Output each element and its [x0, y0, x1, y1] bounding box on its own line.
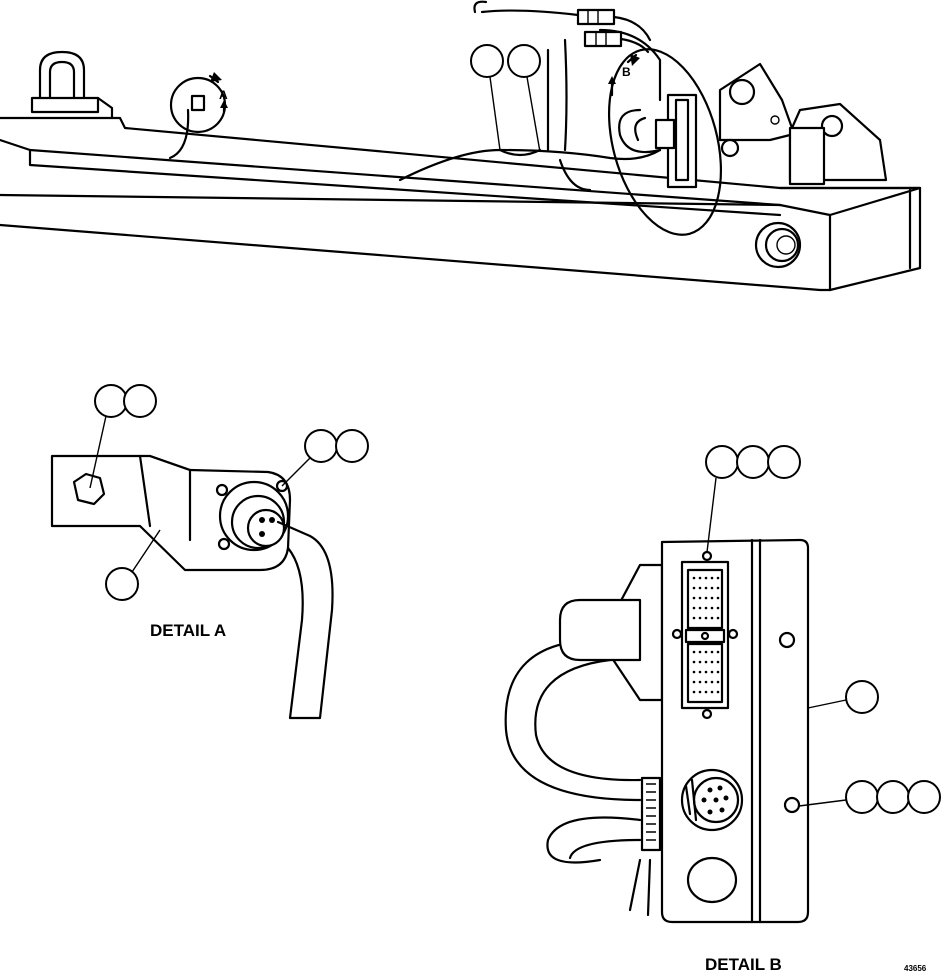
detail-a-title: DETAIL A: [150, 621, 226, 640]
callout-b: B: [622, 65, 631, 79]
balloon-b1: [705, 445, 739, 479]
balloon-b6: [876, 780, 910, 814]
balloon-a5: [105, 567, 139, 601]
frame-overview: A B: [0, 0, 922, 292]
balloon-a1: [94, 384, 128, 418]
detail-b-title: DETAIL B: [705, 955, 782, 973]
balloon-b3: [767, 445, 801, 479]
balloon-b5: [845, 780, 879, 814]
detail-a: DETAIL A: [50, 384, 369, 720]
detail-b-ellipse: [607, 48, 723, 236]
balloon-a3: [304, 429, 338, 463]
balloon-b7: [907, 780, 941, 814]
callout-a: A: [219, 88, 228, 102]
balloon-a4: [335, 429, 369, 463]
pin-grid: [692, 576, 720, 694]
figure-number: 43656: [904, 964, 927, 973]
balloon-b4: [845, 680, 879, 714]
detail-b: DETAIL B: [504, 445, 941, 973]
balloon-1: [470, 44, 504, 78]
balloon-b2: [736, 445, 770, 479]
balloon-a2: [123, 384, 157, 418]
balloon-2: [507, 44, 541, 78]
